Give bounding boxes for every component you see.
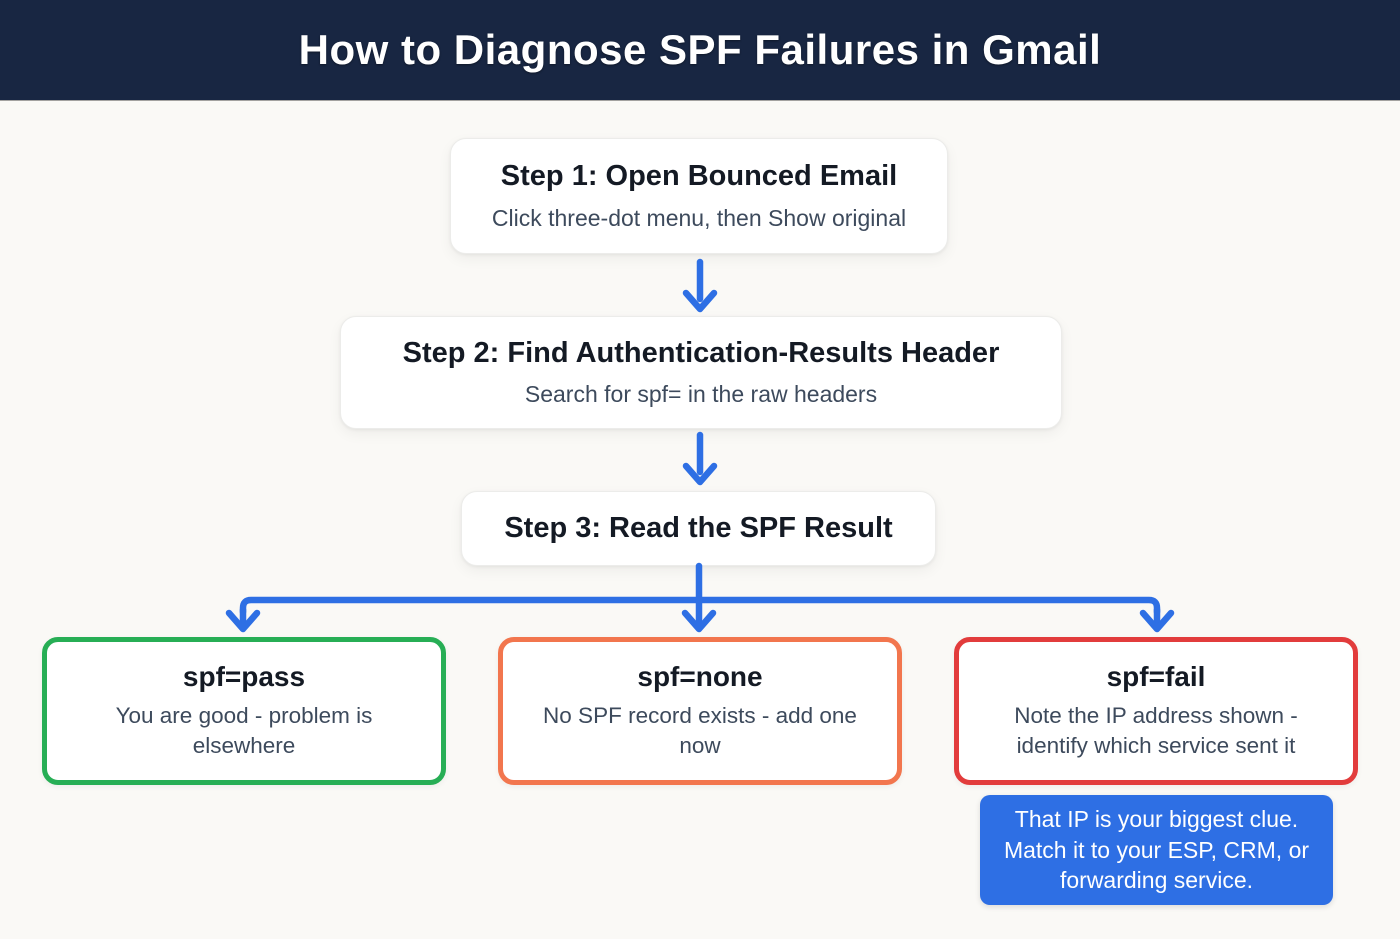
result-pass-title: spf=pass [182, 661, 306, 693]
result-none-title: spf=none [637, 661, 763, 693]
step-1-card: Step 1: Open Bounced Email Click three-d… [450, 138, 948, 254]
arrowhead-right [1139, 609, 1175, 633]
step-2-card: Step 2: Find Authentication-Results Head… [340, 316, 1062, 429]
step-1-subtitle: Click three-dot menu, then Show original [491, 204, 907, 231]
arrow-down-icon [682, 258, 718, 313]
arrowhead-left [225, 609, 261, 633]
step-3-card: Step 3: Read the SPF Result [461, 491, 936, 566]
result-none-description: No SPF record exists - add one now [543, 703, 857, 758]
ip-clue-note-text: That IP is your biggest clue. Match it t… [1003, 806, 1310, 894]
arrow-down-icon [682, 431, 718, 486]
result-fail-card: spf=fail Note the IP address shown - ide… [954, 637, 1358, 785]
page-title: How to Diagnose SPF Failures in Gmail [298, 26, 1102, 73]
result-pass-description: You are good - problem is elsewhere [115, 703, 373, 758]
title-bar: How to Diagnose SPF Failures in Gmail [0, 0, 1400, 100]
step-1-title: Step 1: Open Bounced Email [500, 160, 898, 193]
branch-connector [225, 562, 1175, 633]
result-none-card: spf=none No SPF record exists - add one … [498, 637, 902, 785]
step-2-subtitle: Search for spf= in the raw headers [524, 381, 878, 408]
step-3-title: Step 3: Read the SPF Result [504, 512, 893, 545]
result-fail-description: Note the IP address shown - identify whi… [1014, 703, 1298, 758]
result-pass-card: spf=pass You are good - problem is elsew… [42, 637, 446, 785]
step-2-title: Step 2: Find Authentication-Results Head… [402, 336, 1000, 369]
result-fail-title: spf=fail [1106, 661, 1206, 693]
ip-clue-note: That IP is your biggest clue. Match it t… [980, 795, 1333, 905]
arrowhead-center [681, 609, 717, 633]
